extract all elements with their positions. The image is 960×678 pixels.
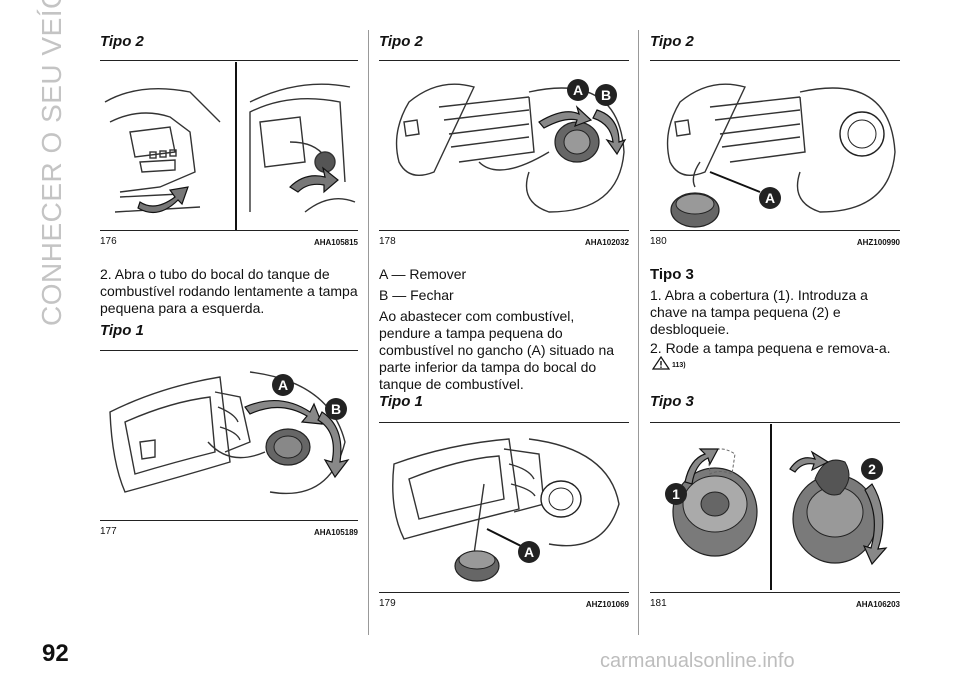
col3-heading-tipo3: Tipo 3 [650, 266, 694, 283]
col1-heading-tipo2: Tipo 2 [100, 33, 144, 50]
fig176-number: 176 [100, 236, 117, 247]
fig180-bottom-rule [650, 230, 900, 231]
fig181-top-rule [650, 422, 900, 423]
fig178-code: AHA102032 [584, 238, 629, 247]
fig178-number: 178 [379, 236, 396, 247]
fig181-code: AHA106203 [855, 600, 900, 609]
fig179-number: 179 [379, 598, 396, 609]
fig178-bottom-rule [379, 230, 629, 231]
fig177-bottom-rule [100, 520, 358, 521]
fig176-code: AHA105815 [313, 238, 358, 247]
fig180-label-a: A [765, 190, 775, 206]
fig179-label-a: A [524, 544, 534, 560]
fig181-bottom-rule [650, 592, 900, 593]
fig179-illustration: A [392, 438, 620, 582]
col2-heading-tipo2: Tipo 2 [379, 33, 423, 50]
col3-step2: 2. Rode a tampa pequena e remova-a. [650, 340, 891, 356]
fig181-number: 181 [650, 598, 667, 609]
fig179-bottom-rule [379, 592, 629, 593]
section-side-title-text: CONHECER O SEU VEÍCULO [36, 0, 67, 326]
fig178-top-rule [379, 60, 629, 61]
fig180-illustration: A [666, 83, 896, 228]
fig180-code: AHZ100990 [856, 238, 900, 247]
fig177-number: 177 [100, 526, 117, 537]
fig181-label-1: 1 [672, 486, 680, 502]
fig181-label-2: 2 [868, 461, 876, 477]
fig177-top-rule [100, 350, 358, 351]
col2-paragraph: Ao abastecer com combustível, pendure a … [379, 308, 615, 392]
section-side-title: CONHECER O SEU VEÍCULO [22, 0, 82, 340]
warning-reference: 113) [672, 362, 686, 369]
fig178-label-b: B [601, 87, 611, 103]
fig178-label-a: A [573, 82, 583, 98]
fig180-top-rule [650, 60, 900, 61]
fig181-illustration: 1 2 [665, 424, 888, 590]
fig179-top-rule [379, 422, 629, 423]
col3-heading-tipo2: Tipo 2 [650, 33, 694, 50]
col2-heading-tipo1: Tipo 1 [379, 393, 423, 410]
fig178-illustration: A B [395, 79, 627, 213]
fig176-bottom-rule [100, 230, 358, 231]
fig180-number: 180 [650, 236, 667, 247]
watermark: carmanualsonline.info [600, 650, 795, 672]
col1-step2: 2. Abra o tubo do bocal do tanque de com… [100, 266, 358, 316]
fig176-top-rule [100, 60, 358, 61]
page-number: 92 [42, 640, 69, 667]
fig176-illustration [104, 62, 356, 230]
col3-heading-tipo3-figure: Tipo 3 [650, 393, 694, 410]
warning-icon [652, 356, 670, 370]
fig179-code: AHZ101069 [585, 600, 629, 609]
column-divider-1 [368, 30, 369, 635]
column-divider-2 [638, 30, 639, 635]
col3-step1: 1. Abra a cobertura (1). Introduza a cha… [650, 287, 868, 337]
legend-a: A — Remover [379, 266, 467, 282]
col1-heading-tipo1: Tipo 1 [100, 322, 144, 339]
fig177-code: AHA105189 [313, 528, 358, 537]
fig177-label-b: B [331, 401, 341, 417]
fig177-label-a: A [278, 377, 288, 393]
legend-b: B — Fechar [379, 287, 454, 303]
fig177-illustration: A B [109, 371, 350, 495]
